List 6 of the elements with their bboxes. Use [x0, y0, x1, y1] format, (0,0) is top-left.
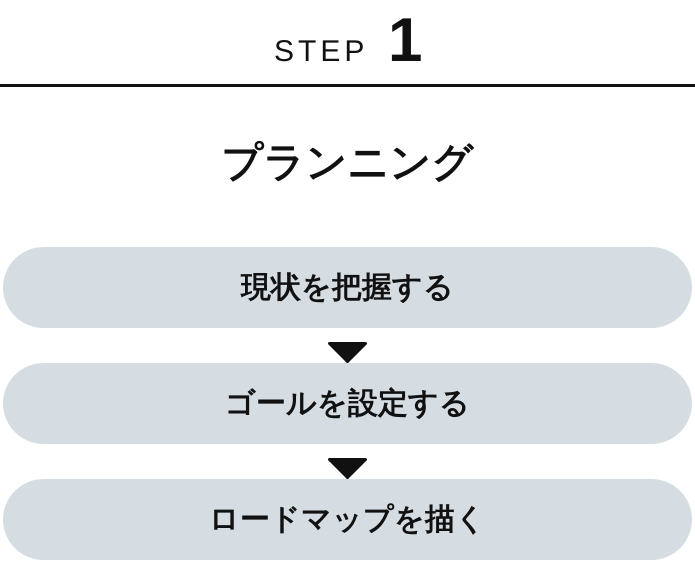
step-text: ゴールを設定する [225, 386, 470, 422]
step-text: 現状を把握する [241, 270, 454, 306]
step-text: ロードマップを描く [209, 502, 486, 538]
step-label: STEP [274, 36, 368, 66]
step-number: 1 [388, 10, 422, 72]
heading: プランニング [222, 142, 474, 183]
